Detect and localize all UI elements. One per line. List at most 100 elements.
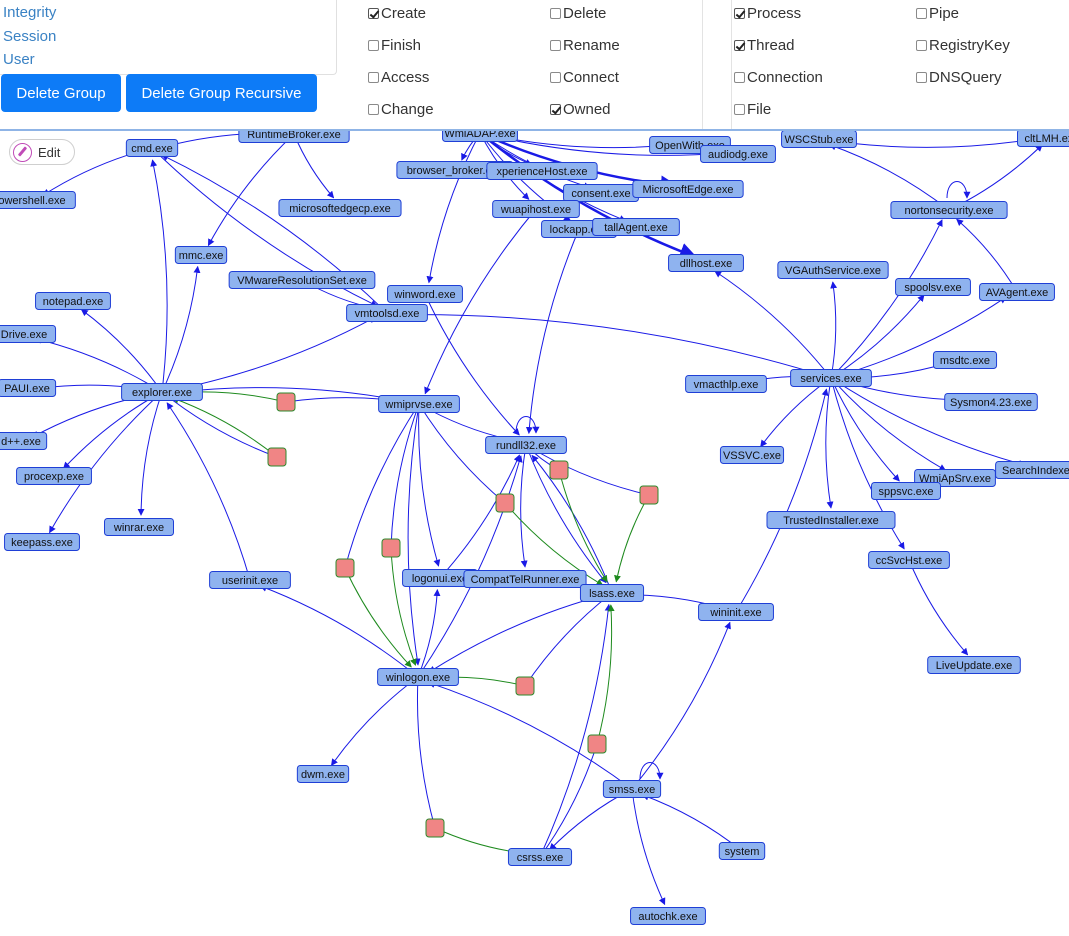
process-node-microsoftedge[interactable]: MicrosoftEdge.exe [633, 181, 743, 198]
group-link-integrity[interactable]: Integrity [3, 4, 56, 21]
process-node-consent[interactable]: consent.exe [564, 185, 639, 202]
process-node-userinit[interactable]: userinit.exe [210, 572, 291, 589]
process-node-keepass[interactable]: keepass.exe [5, 534, 80, 551]
process-node-dwm[interactable]: dwm.exe [297, 766, 348, 783]
process-node-powershell[interactable]: owershell.exe [0, 192, 75, 209]
event-access-checkbox[interactable]: Access [368, 69, 429, 86]
event-node-8[interactable] [588, 735, 606, 753]
event-node-7[interactable] [640, 486, 658, 504]
edit-button[interactable]: Edit [9, 139, 75, 165]
object-registrykey-checkbox[interactable]: RegistryKey [916, 37, 1010, 54]
process-node-notepadpp[interactable]: d++.exe [0, 433, 47, 450]
process-node-msdtc[interactable]: msdtc.exe [933, 352, 996, 369]
checkbox-box[interactable] [734, 104, 745, 115]
process-node-ccsvchst[interactable]: ccSvcHst.exe [869, 552, 950, 569]
event-finish-checkbox[interactable]: Finish [368, 37, 421, 54]
process-node-experiencehost[interactable]: xperienceHost.exe [487, 163, 597, 180]
checkbox-box[interactable] [550, 104, 561, 115]
process-node-installagent[interactable]: tallAgent.exe [593, 219, 680, 236]
process-node-notepad[interactable]: notepad.exe [36, 293, 111, 310]
process-node-spoolsv[interactable]: spoolsv.exe [896, 279, 971, 296]
process-node-wscstub[interactable]: WSCStub.exe [782, 131, 857, 148]
process-node-cmd[interactable]: cmd.exe [126, 140, 177, 157]
process-node-compattel[interactable]: CompatTelRunner.exe [464, 571, 586, 588]
process-node-csrss[interactable]: csrss.exe [508, 849, 571, 866]
event-create-checkbox[interactable]: Create [368, 5, 426, 22]
process-node-onedrive[interactable]: Drive.exe [0, 326, 56, 343]
checkbox-box[interactable] [368, 72, 379, 83]
object-pipe-checkbox[interactable]: Pipe [916, 5, 959, 22]
process-node-sysmon[interactable]: Sysmon4.23.exe [945, 394, 1038, 411]
event-node-0[interactable] [277, 393, 295, 411]
process-node-avagent[interactable]: AVAgent.exe [980, 284, 1055, 301]
object-connection-checkbox[interactable]: Connection [734, 69, 823, 86]
process-node-dllhost[interactable]: dllhost.exe [669, 255, 744, 272]
process-node-nortonsecurity[interactable]: nortonsecurity.exe [891, 202, 1007, 219]
process-node-vgauth[interactable]: VGAuthService.exe [778, 262, 888, 279]
process-node-autochk[interactable]: autochk.exe [631, 908, 706, 925]
process-node-system[interactable]: system [719, 843, 764, 860]
group-link-session[interactable]: Session [3, 28, 56, 45]
process-node-rundll32[interactable]: rundll32.exe [486, 437, 567, 454]
process-node-wmiadap[interactable]: WmiADAP.exe [443, 131, 518, 142]
checkbox-box[interactable] [368, 8, 379, 19]
event-change-checkbox[interactable]: Change [368, 101, 434, 118]
checkbox-box[interactable] [734, 8, 745, 19]
process-node-vmwareres[interactable]: VMwareResolutionSet.exe [229, 272, 375, 289]
process-node-procexp[interactable]: procexp.exe [17, 468, 92, 485]
delete-group-button[interactable]: Delete Group [1, 74, 121, 112]
event-node-5[interactable] [496, 494, 514, 512]
process-node-searchindexer[interactable]: SearchIndexe [996, 462, 1069, 479]
process-node-smss[interactable]: smss.exe [603, 781, 660, 798]
checkbox-box[interactable] [916, 8, 927, 19]
delete-group-recursive-button[interactable]: Delete Group Recursive [126, 74, 317, 112]
checkbox-box[interactable] [550, 8, 561, 19]
checkbox-box[interactable] [734, 72, 745, 83]
event-node-2[interactable] [336, 559, 354, 577]
process-node-services[interactable]: services.exe [791, 370, 872, 387]
checkbox-box[interactable] [916, 40, 927, 51]
event-node-3[interactable] [382, 539, 400, 557]
process-node-wininit[interactable]: wininit.exe [699, 604, 774, 621]
process-node-winword[interactable]: winword.exe [388, 286, 463, 303]
process-node-vssvc[interactable]: VSSVC.exe [720, 447, 783, 464]
process-node-liveupdate[interactable]: LiveUpdate.exe [928, 657, 1021, 674]
process-node-lsass[interactable]: lsass.exe [580, 585, 643, 602]
checkbox-box[interactable] [368, 104, 379, 115]
checkbox-box[interactable] [550, 40, 561, 51]
event-rename-checkbox[interactable]: Rename [550, 37, 620, 54]
process-node-paui[interactable]: PAUI.exe [0, 380, 56, 397]
process-node-runtimebroker[interactable]: RuntimeBroker.exe [239, 131, 349, 143]
event-node-1[interactable] [268, 448, 286, 466]
event-connect-checkbox[interactable]: Connect [550, 69, 619, 86]
checkbox-box[interactable] [916, 72, 927, 83]
process-node-audiodg[interactable]: audiodg.exe [701, 146, 776, 163]
event-node-6[interactable] [550, 461, 568, 479]
process-node-microsoftedgecp[interactable]: microsoftedgecp.exe [279, 200, 401, 217]
object-file-checkbox[interactable]: File [734, 101, 771, 118]
event-node-9[interactable] [426, 819, 444, 837]
object-process-checkbox[interactable]: Process [734, 5, 801, 22]
group-link-user[interactable]: User [3, 51, 35, 68]
checkbox-box[interactable] [734, 40, 745, 51]
checkbox-box[interactable] [368, 40, 379, 51]
process-node-vmacthlp[interactable]: vmacthlp.exe [686, 376, 767, 393]
process-node-sppsvc[interactable]: sppsvc.exe [872, 483, 941, 500]
process-node-vmtoolsd[interactable]: vmtoolsd.exe [347, 305, 428, 322]
process-node-trustedinstaller[interactable]: TrustedInstaller.exe [767, 512, 895, 529]
process-node-winlogon[interactable]: winlogon.exe [378, 669, 459, 686]
event-owned-checkbox[interactable]: Owned [550, 101, 611, 118]
checkbox-box[interactable] [550, 72, 561, 83]
event-delete-checkbox[interactable]: Delete [550, 5, 606, 22]
process-node-wmiprvse[interactable]: wmiprvse.exe [379, 396, 460, 413]
process-node-winrar[interactable]: winrar.exe [105, 519, 174, 536]
object-dnsquery-checkbox[interactable]: DNSQuery [916, 69, 1002, 86]
event-node-4[interactable] [516, 677, 534, 695]
process-node-cltlmh[interactable]: cltLMH.exe [1018, 131, 1069, 147]
process-node-mmc[interactable]: mmc.exe [175, 247, 226, 264]
object-thread-checkbox[interactable]: Thread [734, 37, 795, 54]
process-node-explorer[interactable]: explorer.exe [122, 384, 203, 401]
process-node-wuapihost[interactable]: wuapihost.exe [493, 201, 580, 218]
